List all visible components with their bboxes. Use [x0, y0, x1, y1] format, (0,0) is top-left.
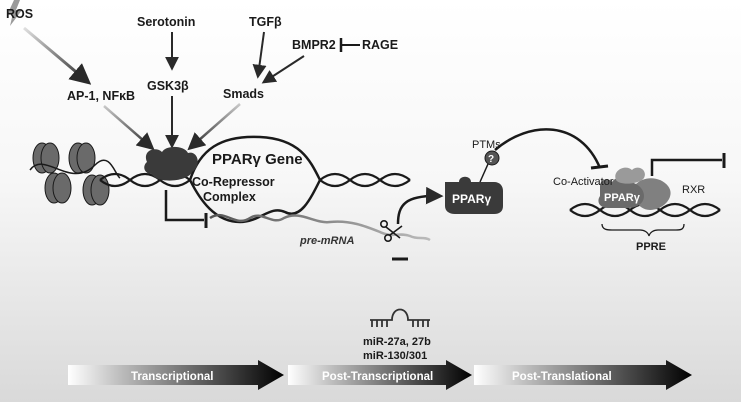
bmpr2-arrow	[261, 55, 305, 84]
stage-label-transcriptional: Transcriptional	[131, 371, 213, 383]
pparg-protein-label: PPARγ	[452, 192, 491, 206]
co-repressor-blob	[144, 146, 198, 181]
pparg-complex-label: PPARγ	[604, 192, 641, 204]
lightning-icon	[8, 0, 22, 26]
target-gene-regulation	[650, 158, 722, 176]
ros-arrow	[23, 26, 92, 85]
pparg-gene-label: PPARγ Gene	[212, 151, 303, 168]
co-activator-label: Co-Activator	[553, 176, 614, 188]
co-repressor-label: Co-Repressor	[192, 175, 275, 189]
stage-arrow-post-transcriptional: Post-Transcriptional	[288, 360, 472, 390]
mirna-label-1: miR-27a, 27b	[363, 336, 431, 348]
complex-label: Complex	[203, 190, 256, 204]
stage-arrow-transcriptional: Transcriptional	[68, 360, 284, 390]
ptms-label: PTMs	[472, 139, 501, 151]
mirna-label-2: miR-130/301	[363, 350, 427, 362]
translation-arrow	[396, 186, 444, 225]
smads-label: Smads	[223, 87, 264, 101]
pparg-protein	[445, 176, 503, 214]
tgfb-arrow	[252, 31, 267, 79]
ptm-question-mark: ?	[488, 154, 494, 165]
ptm-tether	[479, 163, 489, 183]
stage-label-post-transcriptional: Post-Transcriptional	[322, 371, 433, 383]
serotonin-label: Serotonin	[137, 15, 195, 29]
ppre-label: PPRE	[636, 241, 666, 253]
pparg-complex-protein	[598, 177, 644, 208]
pre-mrna-strand	[209, 213, 431, 242]
tgfb-label: TGFβ	[249, 15, 282, 29]
mirna-hairpin-icon	[370, 308, 430, 327]
stage-arrow-post-translational: Post-Translational	[474, 360, 692, 390]
stage-label-post-translational: Post-Translational	[512, 371, 612, 383]
inhibition-bar-icon	[590, 164, 609, 170]
dna-helix	[99, 172, 411, 188]
pre-mrna-label: pre-mRNA	[299, 235, 354, 247]
bmpr2-label: BMPR2	[292, 38, 336, 52]
ppre-bracket	[601, 223, 685, 237]
nucleosome-icon	[29, 142, 121, 206]
scissors-icon	[379, 220, 403, 243]
ap1-nfkb-label: AP-1, NFκB	[67, 89, 135, 103]
co-repressor-inhibition	[164, 190, 204, 222]
smads-arrow	[187, 103, 241, 151]
ptm-question-icon	[484, 150, 500, 166]
ptm-inhibition-arc	[494, 128, 602, 169]
rxr-label: RXR	[682, 184, 705, 196]
ros-label: ROS	[6, 7, 33, 21]
rage-label: RAGE	[362, 38, 398, 52]
gene-strand-top	[188, 135, 322, 181]
rxr-protein	[634, 178, 671, 210]
gsk3b-label: GSK3β	[147, 79, 189, 93]
co-activator-protein	[615, 167, 645, 184]
ap1-arrow	[103, 105, 155, 151]
